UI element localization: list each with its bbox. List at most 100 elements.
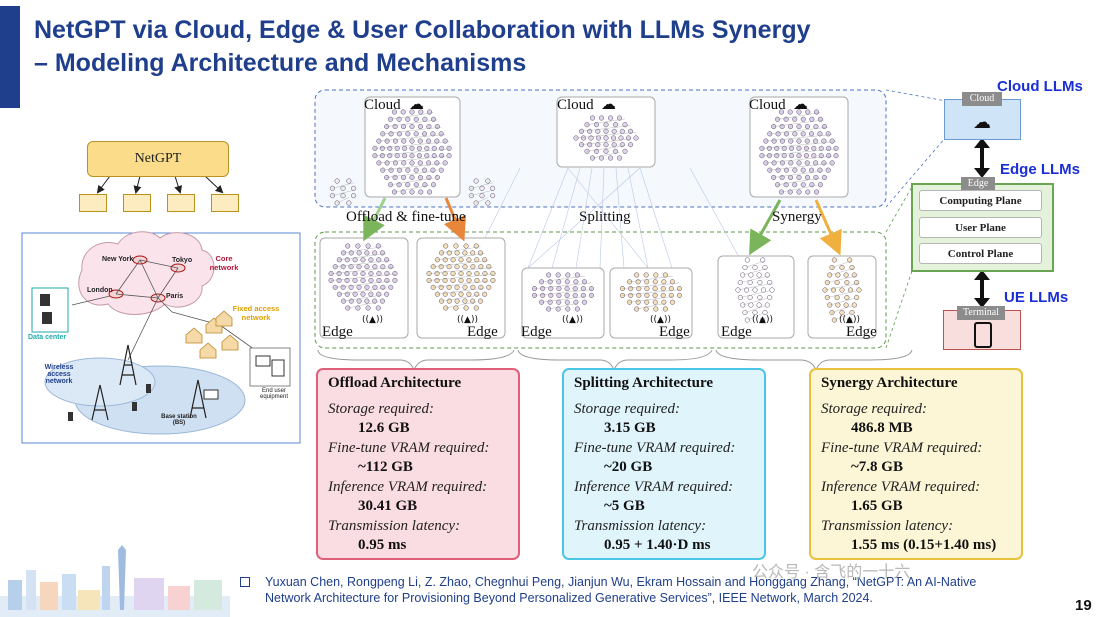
title-line-1: NetGPT via Cloud, Edge & User Collaborat… xyxy=(34,16,811,44)
antenna-icon: ((▲)) xyxy=(752,315,773,325)
finetune-key: Fine-tune VRAM required: xyxy=(821,440,983,456)
edge-llm-network-icon xyxy=(328,243,398,311)
legend-ue-llms: UE LLMs xyxy=(1004,289,1069,306)
inference-value: 30.41 GB xyxy=(358,498,418,514)
map-label-newyork: New York xyxy=(102,256,134,263)
control-plane: Control Plane xyxy=(919,243,1042,264)
user-plane: User Plane xyxy=(919,217,1042,238)
map-label-end-user: End user equipment xyxy=(259,388,289,400)
map-label-fixed-access: Fixed access network xyxy=(232,304,280,322)
offload-architecture-panel: Offload Architecture Storage required: 1… xyxy=(316,368,520,560)
latency-value: 1.55 ms (0.15+1.40 ms) xyxy=(851,537,997,553)
offload-arrow-down xyxy=(363,197,387,242)
panel-braces xyxy=(317,349,913,372)
ue-llm-box: Terminal xyxy=(943,306,1021,350)
map-label-base-station: Base station (BS) xyxy=(161,414,197,426)
cloud-download-icon: ☁ xyxy=(973,112,991,132)
cloud-llm-network-icon xyxy=(372,109,452,195)
cloud-icon: ☁ xyxy=(409,95,424,113)
legend-edge-llms: Edge LLMs xyxy=(1000,161,1081,178)
citation: Yuxuan Chen, Rongpeng Li, Z. Zhao, Chegn… xyxy=(265,574,976,606)
edge-model-frame-4 xyxy=(609,267,693,339)
finetune-value: ~112 GB xyxy=(358,459,413,475)
offload-label: Offload & fine-tune xyxy=(346,209,466,225)
latency-key: Transmission latency: xyxy=(574,518,707,534)
edge-model-frame-5 xyxy=(717,255,795,339)
storage-key: Storage required: xyxy=(328,401,434,417)
map-label-data-center: Data center xyxy=(28,334,67,341)
edge-label-5: Edge xyxy=(721,324,752,340)
cloud-tag: Cloud xyxy=(962,92,1002,106)
citation-bullet xyxy=(240,577,250,587)
finetune-key: Fine-tune VRAM required: xyxy=(328,440,490,456)
cloud-icon: ☁ xyxy=(793,95,808,113)
netgpt-child-node xyxy=(79,194,107,212)
synergy-arrow-up xyxy=(814,199,842,256)
watermark-text: 公众号 · 含飞的一十六 xyxy=(752,564,911,581)
panel-title: Splitting Architecture xyxy=(574,375,714,391)
synergy-architecture-panel: Synergy Architecture Storage required: 4… xyxy=(809,368,1023,560)
edge-split-network-icon xyxy=(619,272,683,312)
synergy-label: Synergy xyxy=(772,209,822,225)
synergy-arrow-down xyxy=(749,199,782,256)
latency-value: 0.95 + 1.40·D ms xyxy=(604,537,711,553)
phone-icon xyxy=(974,322,992,348)
netgpt-child-node xyxy=(211,194,239,212)
edge-split-network-icon xyxy=(531,272,595,312)
finetune-key: Fine-tune VRAM required: xyxy=(574,440,736,456)
cloud-icon: ☁ xyxy=(601,95,616,113)
cloud-llm-network-icon xyxy=(759,109,839,195)
page-number: 19 xyxy=(1075,597,1092,614)
antenna-icon: ((▲)) xyxy=(839,315,860,325)
edge-llm-network-icon xyxy=(426,243,496,311)
antenna-icon: ((▲)) xyxy=(562,315,583,325)
latency-value: 0.95 ms xyxy=(358,537,407,553)
cloud-label-offload: Cloud xyxy=(364,97,401,113)
title-accent-bar xyxy=(0,6,20,108)
terminal-tag: Terminal xyxy=(957,306,1005,320)
storage-key: Storage required: xyxy=(574,401,680,417)
map-label-paris: Paris xyxy=(166,293,184,300)
antenna-icon: ((▲)) xyxy=(457,315,478,325)
slide-title: NetGPT via Cloud, Edge & User Collaborat… xyxy=(34,14,811,80)
splitting-architecture-panel: Splitting Architecture Storage required:… xyxy=(562,368,766,560)
edge-model-frame-6 xyxy=(807,255,877,339)
finetune-value: ~7.8 GB xyxy=(851,459,903,475)
splitting-label: Splitting xyxy=(579,209,631,225)
antenna-icon: ((▲)) xyxy=(650,315,671,325)
cloud-label-splitting: Cloud xyxy=(557,97,594,113)
panel-title: Synergy Architecture xyxy=(821,375,958,391)
latency-key: Transmission latency: xyxy=(328,518,461,534)
skyline-decoration xyxy=(0,545,230,617)
legend-cloud-llms: Cloud LLMs xyxy=(997,78,1083,95)
inference-value: ~5 GB xyxy=(604,498,645,514)
finetune-arrow xyxy=(443,197,467,242)
cloud-llm-split-network-icon xyxy=(573,115,639,161)
storage-value: 12.6 GB xyxy=(358,420,410,436)
small-edge-network-icon xyxy=(735,257,775,323)
map-label-london: London xyxy=(87,287,113,294)
panel-title: Offload Architecture xyxy=(328,375,462,391)
network-map xyxy=(21,231,301,444)
netgpt-tree-connectors xyxy=(96,175,224,194)
map-label-wireless-access: Wireless access network xyxy=(44,364,74,385)
netgpt-child-node xyxy=(123,194,151,212)
edge-label-2: Edge xyxy=(467,324,498,340)
inference-value: 1.65 GB xyxy=(851,498,903,514)
inference-key: Inference VRAM required: xyxy=(328,479,488,495)
antenna-icon: ((▲)) xyxy=(362,315,383,325)
inference-key: Inference VRAM required: xyxy=(574,479,734,495)
citation-line-2: Network Architecture for Provisioning Be… xyxy=(265,591,873,605)
finetune-value: ~20 GB xyxy=(604,459,653,475)
small-edge-network-icon xyxy=(822,257,862,323)
title-line-2: – Modeling Architecture and Mechanisms xyxy=(34,49,527,77)
netgpt-root-node: NetGPT xyxy=(87,141,229,177)
storage-value: 486.8 MB xyxy=(851,420,913,436)
edge-tag: Edge xyxy=(961,177,995,191)
faded-network-icon xyxy=(468,178,496,206)
netgpt-child-node xyxy=(167,194,195,212)
edge-label-6: Edge xyxy=(846,324,877,340)
storage-value: 3.15 GB xyxy=(604,420,656,436)
map-label-core-network: Core network xyxy=(209,254,239,272)
